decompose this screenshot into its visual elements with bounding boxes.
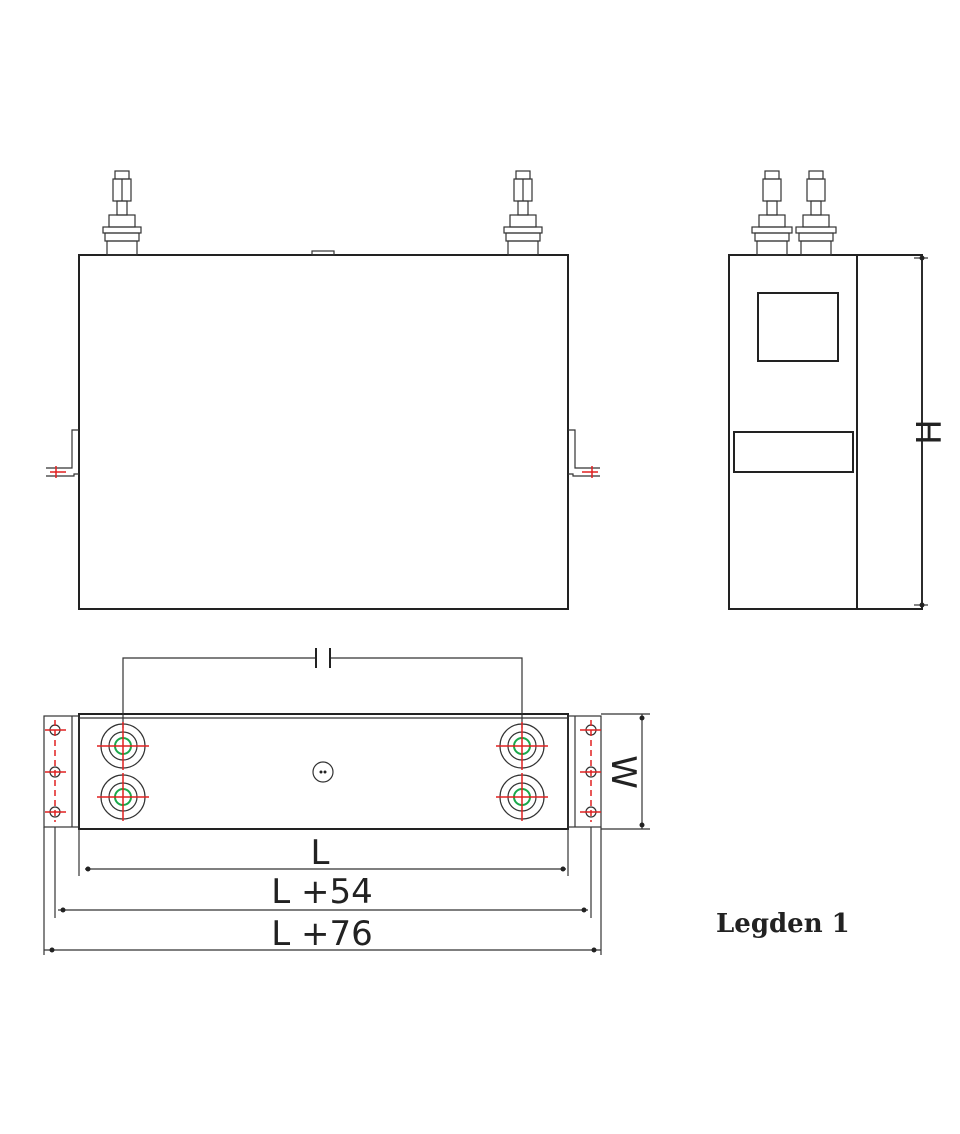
length-plus-76-dimension: L +76: [43, 827, 602, 955]
top-left-end-plate: [43, 715, 80, 828]
length-label: L: [311, 833, 330, 873]
top-center-vent: [312, 761, 334, 783]
length-dimension: L: [78, 829, 569, 876]
side-terminal-2: [795, 170, 837, 256]
front-left-terminal: [102, 170, 142, 256]
top-terminal-lower-left: [97, 773, 149, 821]
length-plus-54-label: L +54: [271, 872, 373, 912]
side-view: [728, 170, 923, 610]
top-terminal-upper-right: [496, 722, 548, 770]
side-view-band: [733, 431, 854, 473]
top-view: [43, 648, 602, 830]
width-label: W: [603, 755, 643, 789]
length-plus-76-label: L +76: [271, 914, 373, 954]
front-view-top-tab: [311, 250, 335, 256]
front-right-bracket: [568, 429, 600, 478]
legend-label: Legden 1: [716, 909, 850, 939]
capacitor-symbol: [122, 648, 523, 728]
top-right-end-plate: [567, 715, 602, 828]
top-view-body: [78, 713, 569, 830]
front-right-terminal: [503, 170, 543, 256]
side-view-label-plate: [757, 292, 839, 362]
top-terminal-upper-left: [97, 722, 149, 770]
top-terminal-lower-right: [496, 773, 548, 821]
side-terminal-1: [751, 170, 793, 256]
height-label: H: [907, 419, 947, 445]
length-plus-54-dimension: L +54: [54, 827, 592, 918]
width-dimension: W: [601, 713, 650, 830]
front-left-bracket: [46, 429, 79, 478]
height-dimension: H: [907, 255, 947, 608]
front-view-body: [78, 254, 569, 610]
front-view: [46, 170, 600, 610]
